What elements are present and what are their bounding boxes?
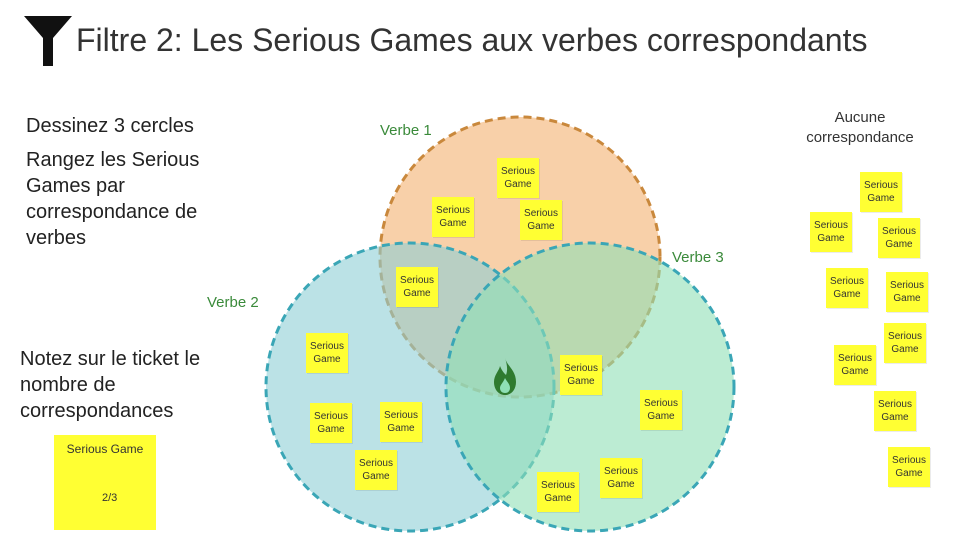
verb-2-label: Verbe 2 [207,294,259,311]
instruction-note: Notez sur le ticket le nombre de corresp… [20,348,201,422]
serious-game-ticket[interactable]: Serious Game [810,212,852,252]
page-title: Filtre 2: Les Serious Games aux verbes c… [76,22,868,58]
funnel-icon [24,16,72,66]
serious-game-ticket[interactable]: Serious Game [640,390,682,430]
instruction-draw: Dessinez 3 cercles [26,115,194,137]
serious-game-ticket[interactable]: Serious Game [355,450,397,490]
serious-game-ticket[interactable]: Serious Game [306,333,348,373]
serious-game-ticket[interactable]: Serious Game [560,355,602,395]
example-ticket-label: Serious Game [66,442,144,456]
example-ticket-score: 2/3 [102,492,118,504]
serious-game-ticket[interactable]: Serious Game [888,447,930,487]
verb-1-label: Verbe 1 [380,122,432,139]
serious-game-ticket[interactable]: Serious Game [497,158,539,198]
verb-3-label: Verbe 3 [672,249,724,266]
serious-game-ticket[interactable]: Serious Game [878,218,920,258]
serious-game-ticket[interactable]: Serious Game [537,472,579,512]
serious-game-ticket[interactable]: Serious Game [520,200,562,240]
serious-game-ticket[interactable]: Serious Game [396,267,438,307]
example-ticket[interactable]: Serious Game 2/3 [54,435,156,530]
serious-game-ticket[interactable]: Serious Game [826,268,868,308]
fire-icon [494,358,516,395]
serious-game-ticket[interactable]: Serious Game [310,403,352,443]
serious-game-ticket[interactable]: Serious Game [432,197,474,237]
serious-game-ticket[interactable]: Serious Game [886,272,928,312]
serious-game-ticket[interactable]: Serious Game [860,172,902,212]
serious-game-ticket[interactable]: Serious Game [600,458,642,498]
instruction-sort: Rangez les Serious Games par corresponda… [26,149,200,249]
no-match-label: Aucune correspondance [806,109,914,146]
serious-game-ticket[interactable]: Serious Game [834,345,876,385]
serious-game-ticket[interactable]: Serious Game [874,391,916,431]
serious-game-ticket[interactable]: Serious Game [380,402,422,442]
serious-game-ticket[interactable]: Serious Game [884,323,926,363]
